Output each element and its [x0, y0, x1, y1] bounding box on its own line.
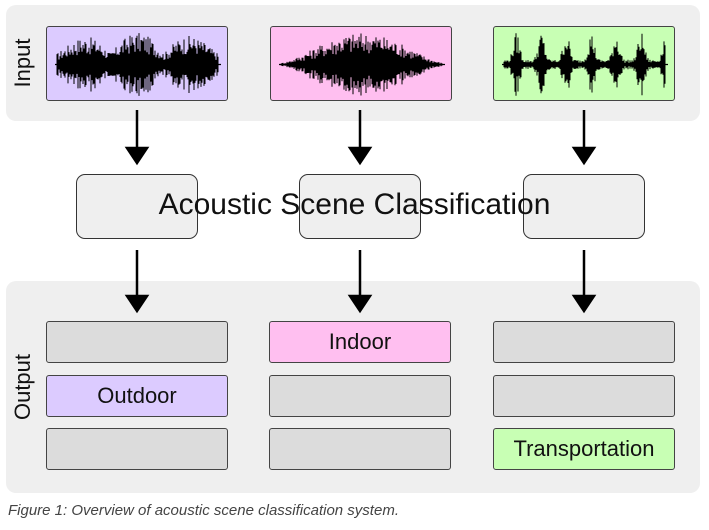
classifier-box-3 [523, 174, 645, 239]
output-box [269, 375, 451, 417]
output-box [493, 321, 675, 363]
input-waveform-2 [270, 26, 452, 101]
waveform-trace [280, 33, 443, 96]
audio-waveform-icon [502, 33, 668, 96]
output-box [493, 375, 675, 417]
input-waveform-1 [46, 26, 228, 101]
output-box [46, 321, 228, 363]
input-waveform-3 [493, 26, 675, 101]
output-box-indoor: Indoor [269, 321, 451, 363]
audio-waveform-icon [55, 33, 221, 96]
figure-caption: Figure 1: Overview of acoustic scene cla… [8, 502, 399, 519]
waveform-trace [56, 33, 219, 96]
waveform-trace [503, 33, 666, 96]
audio-waveform-icon [279, 33, 445, 96]
output-box [46, 428, 228, 470]
classifier-box-2 [299, 174, 421, 239]
output-box-transportation: Transportation [493, 428, 675, 470]
classifier-box-1 [76, 174, 198, 239]
output-box [269, 428, 451, 470]
output-box-outdoor: Outdoor [46, 375, 228, 417]
